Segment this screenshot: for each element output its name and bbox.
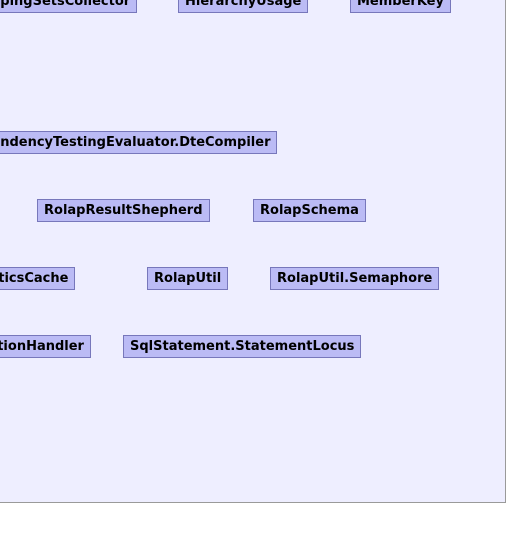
node-rolap-schema[interactable]: RolapSchema [253,199,366,222]
node-exception-handler[interactable]: SqlExceptionHandler [0,335,91,358]
node-rolap-util[interactable]: RolapUtil [147,267,229,290]
node-member-key[interactable]: MemberKey [350,0,451,13]
node-hierarchy-usage[interactable]: HierarchyUsage [178,0,309,13]
node-dte-compiler[interactable]: RolapDependencyTestingEvaluator.DteCompi… [0,131,278,154]
diagram-panel [0,0,506,503]
node-rolap-util-semaphore[interactable]: RolapUtil.Semaphore [270,267,440,290]
node-statistics-cache[interactable]: RolapStatisticsCache [0,267,76,290]
node-grouping-sets-collector[interactable]: GroupingSetsCollector [0,0,138,13]
node-rolap-result-shepherd[interactable]: RolapResultShepherd [37,199,210,222]
node-statement-locus[interactable]: SqlStatement.StatementLocus [123,335,362,358]
